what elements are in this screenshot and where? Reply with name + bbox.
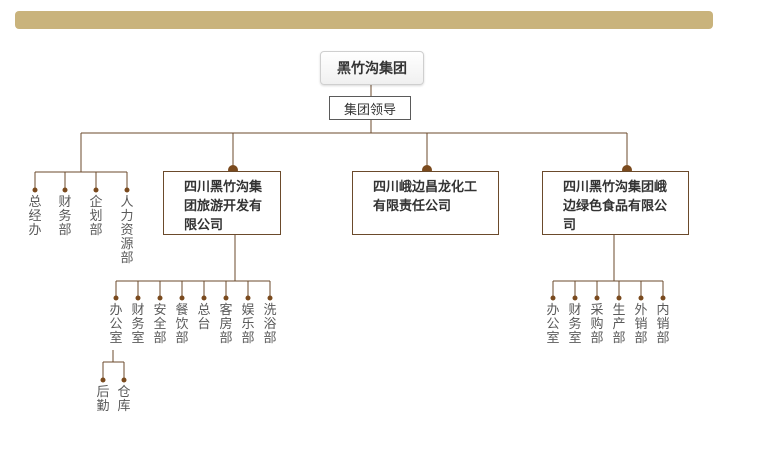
office-node: 总经办 <box>28 195 42 238</box>
top-banner <box>15 11 713 29</box>
tourism-dept-node: 财务室 <box>131 303 145 346</box>
company-node-chemical: 四川峨边昌龙化工有限责任公司 <box>352 171 499 235</box>
food-dept-node: 生产部 <box>612 303 626 346</box>
food-dept-node: 采购部 <box>590 303 604 346</box>
tourism-dept-node: 总台 <box>197 303 211 332</box>
tourism-dept-node: 客房部 <box>219 303 233 346</box>
office-subunit-node: 仓库 <box>117 385 131 414</box>
food-dept-node: 财务室 <box>568 303 582 346</box>
tourism-dept-node: 安全部 <box>153 303 167 346</box>
office-node: 企划部 <box>89 195 103 238</box>
office-node: 财务部 <box>58 195 72 238</box>
office-node: 人力资源部 <box>120 195 134 266</box>
root-node: 黑竹沟集团 <box>320 51 424 85</box>
company-node-food: 四川黑竹沟集团峨边绿色食品有限公司 <box>542 171 689 235</box>
tourism-dept-node: 洗浴部 <box>263 303 277 346</box>
food-dept-node: 外销部 <box>634 303 648 346</box>
tourism-dept-node: 餐饮部 <box>175 303 189 346</box>
company-node-tourism: 四川黑竹沟集团旅游开发有限公司 <box>163 171 281 235</box>
food-dept-node: 办公室 <box>546 303 560 346</box>
office-subunit-node: 后勤 <box>96 385 110 414</box>
food-dept-node: 内销部 <box>656 303 670 346</box>
tourism-dept-node: 娱乐部 <box>241 303 255 346</box>
tourism-dept-node: 办公室 <box>109 303 123 346</box>
leadership-node: 集团领导 <box>329 96 411 120</box>
